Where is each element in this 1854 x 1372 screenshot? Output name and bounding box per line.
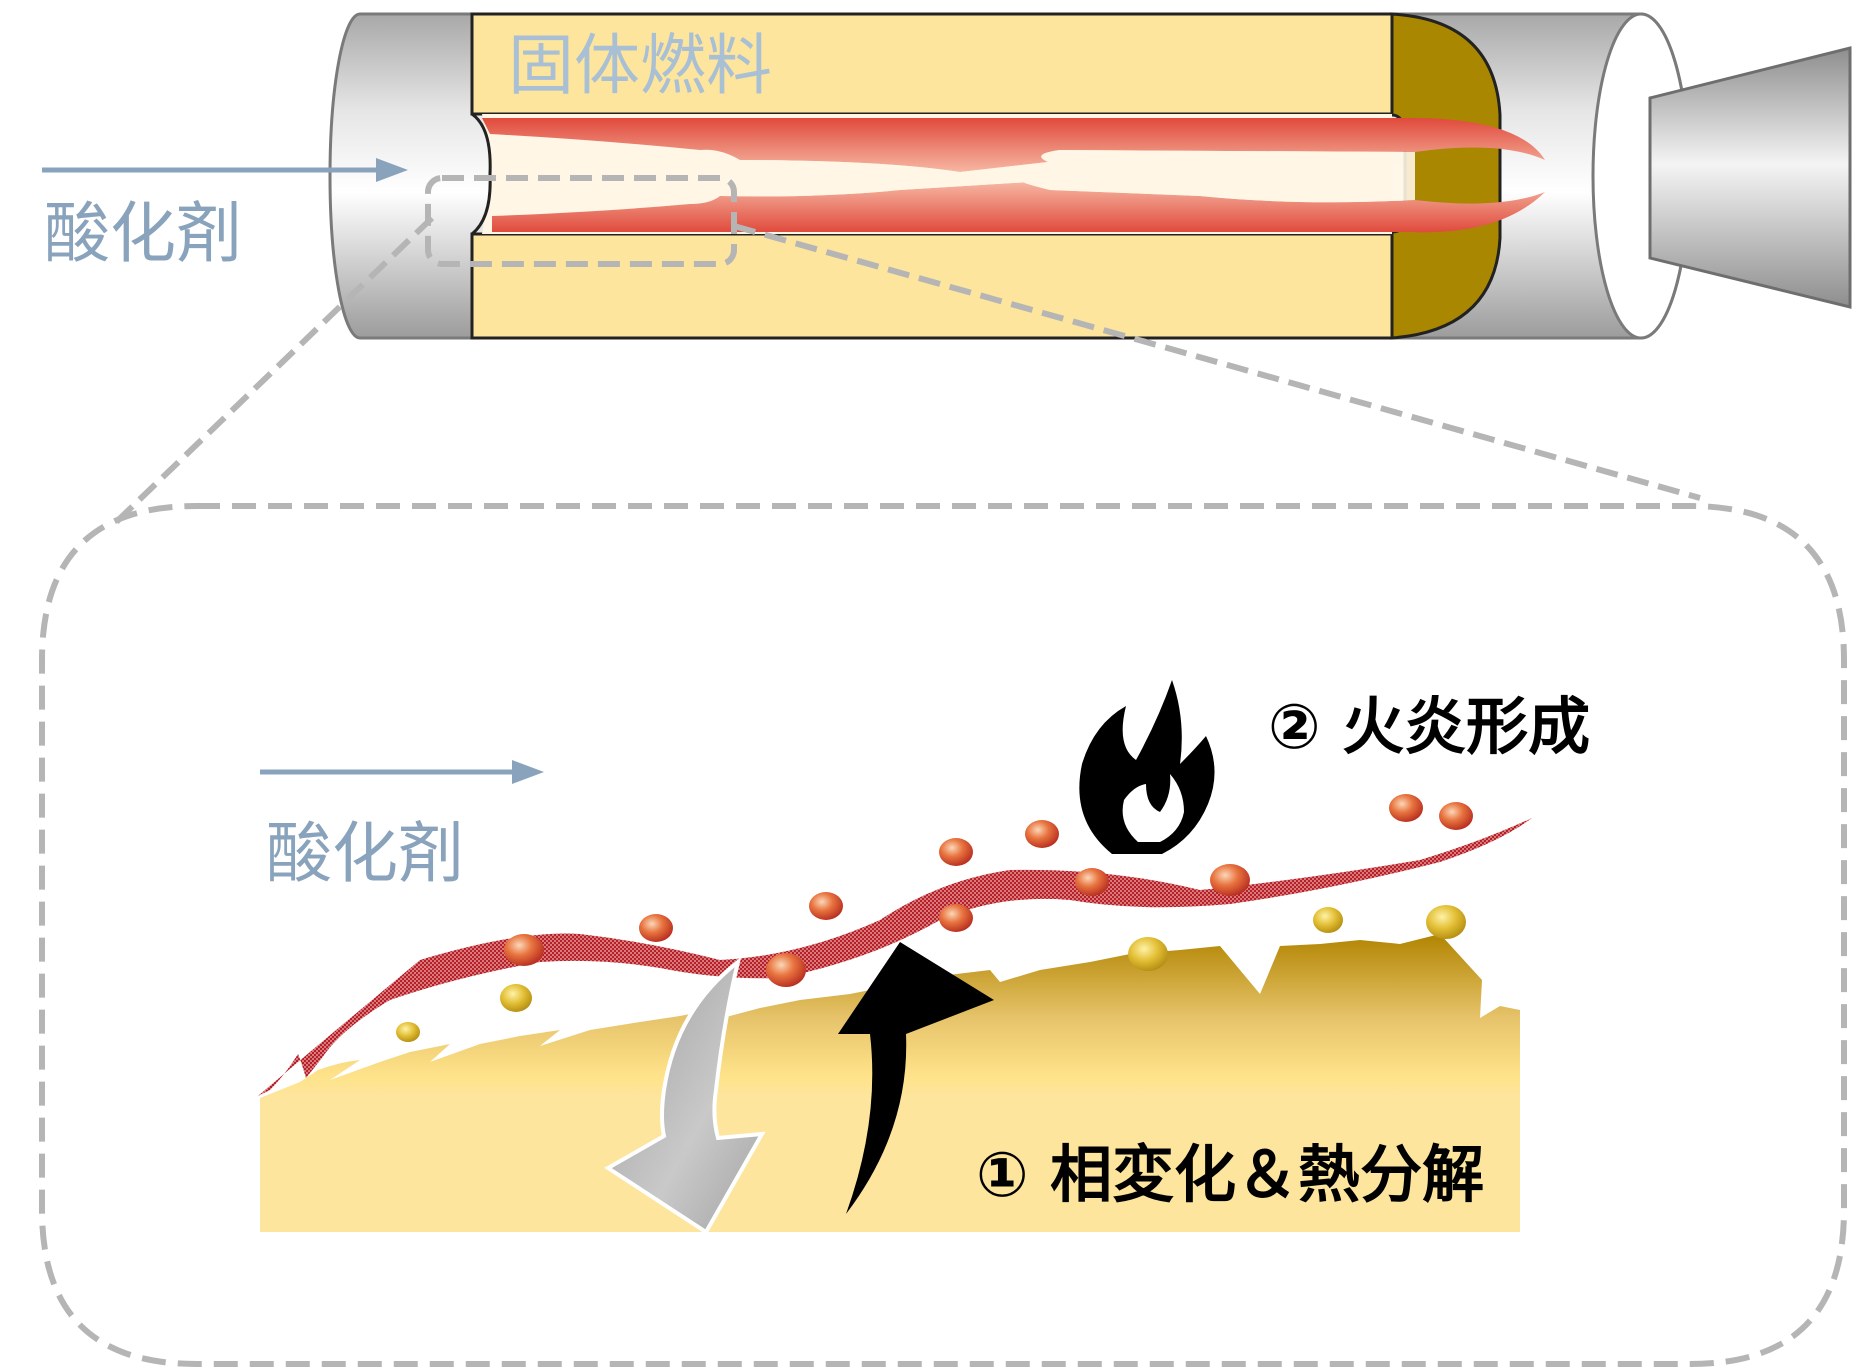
port-front-edge xyxy=(471,112,492,236)
gas-droplet xyxy=(809,892,843,920)
liquid-droplet xyxy=(500,984,532,1012)
oxidizer-label: 酸化剤 xyxy=(44,195,242,272)
flame-icon xyxy=(1079,680,1215,854)
gas-droplet xyxy=(504,934,544,966)
nozzle xyxy=(1648,46,1852,309)
heat-flux-arrow-icon xyxy=(838,942,994,1214)
gas-droplet xyxy=(1075,868,1109,896)
gas-droplet xyxy=(1389,794,1423,822)
conduction-arrow-icon xyxy=(604,956,766,1235)
zoom-connector-lines xyxy=(107,215,1701,531)
gas-droplet xyxy=(1025,820,1059,848)
motor-cross-section: 固体燃料 酸化剤 xyxy=(42,12,1852,340)
gas-droplet xyxy=(766,953,806,987)
gas-droplet xyxy=(639,914,673,942)
detail-oxidizer-label: 酸化剤 xyxy=(266,815,464,892)
liquid-droplet xyxy=(1128,937,1168,971)
liquid-droplet xyxy=(396,1022,420,1042)
fuel-grain-lower xyxy=(470,232,1394,340)
detail-oxidizer-arrow xyxy=(260,760,544,784)
flame-layer-lower xyxy=(492,181,1545,233)
gas-droplet xyxy=(1210,864,1250,896)
step2-label: ② 火炎形成 xyxy=(1268,690,1590,763)
fuel-label: 固体燃料 xyxy=(508,27,772,104)
pyrolysis-gas-droplets xyxy=(504,794,1473,987)
liquid-droplet xyxy=(1313,907,1343,933)
gas-droplet xyxy=(939,838,973,866)
gas-droplet xyxy=(1439,802,1473,830)
gas-droplet xyxy=(939,904,973,932)
detail-view: 酸化剤 ② 火炎形成 ① 相変化＆熱分解 xyxy=(39,503,1847,1367)
step1-label: ① 相変化＆熱分解 xyxy=(976,1138,1484,1211)
flame-layer-upper xyxy=(482,118,1545,172)
flame-core-highlight xyxy=(720,150,1415,203)
oxidizer-flow-arrow xyxy=(42,158,408,182)
detail-frame xyxy=(39,503,1847,1367)
liquid-fuel-droplets xyxy=(396,905,1466,1042)
liquid-droplet xyxy=(1426,905,1466,939)
